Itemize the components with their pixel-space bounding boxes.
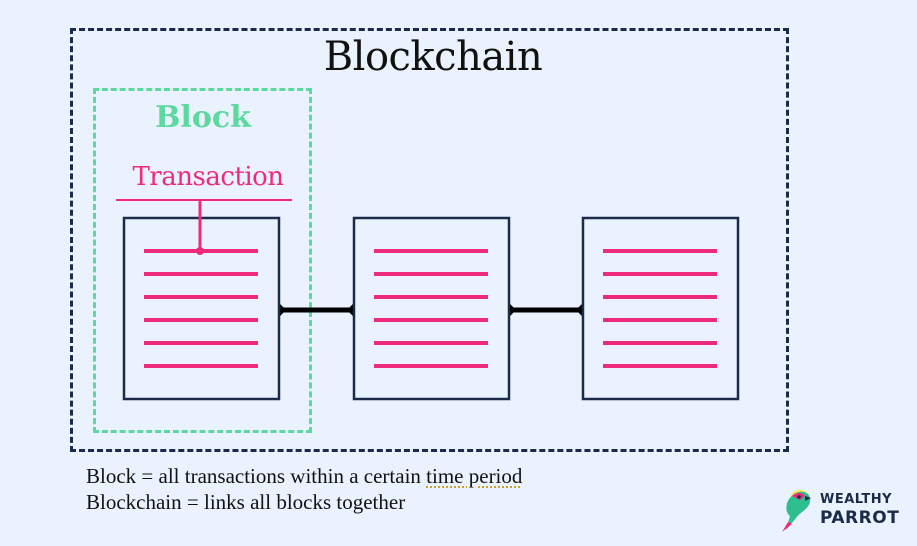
transaction-pointer-dot <box>196 247 204 255</box>
caption-block-text: Block = all transactions within a certai… <box>86 464 427 488</box>
caption-blockchain-definition: Blockchain = links all blocks together <box>86 490 406 514</box>
parrot-icon <box>782 490 811 532</box>
block-2 <box>352 216 511 401</box>
block-3 <box>581 216 740 401</box>
wealthy-parrot-logo: WEALTHY PARROT <box>778 486 900 534</box>
blockchain-title: Blockchain <box>323 34 543 80</box>
logo-word-parrot: PARROT <box>820 508 900 528</box>
transaction-label: Transaction <box>132 162 284 192</box>
block-label: Block <box>155 100 251 135</box>
logo-word-wealthy: WEALTHY <box>820 492 893 507</box>
block-boundary <box>93 88 312 433</box>
caption-time-period: time period <box>426 464 523 488</box>
blockchain-boundary <box>70 28 789 452</box>
caption-block-definition: Block = all transactions within a certai… <box>86 464 522 489</box>
